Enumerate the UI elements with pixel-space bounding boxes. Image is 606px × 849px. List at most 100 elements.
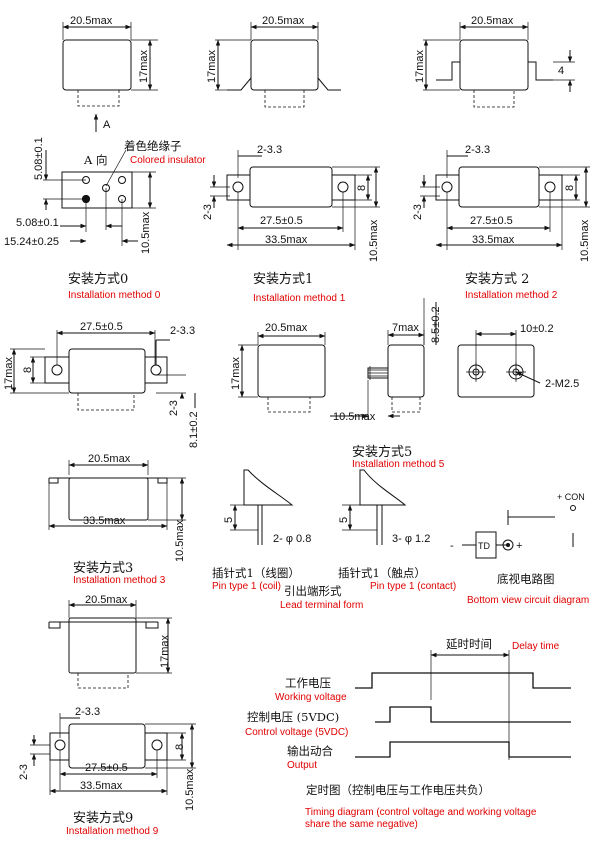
method3-title-en: Installation method 3 [73,575,166,586]
working-voltage-en: Working voltage [275,692,347,703]
method9-top-view: 2-3.3 8 2-3 27.5±0.5 33.5max 10.5max 安装方… [18,706,196,837]
method3-overall-length: 33.5max [83,515,126,527]
lead-terminal-title-en: Lead terminal form [280,600,363,611]
insulator-label-zh: 着色绝缘子 [124,139,182,153]
method1-top-view: 2-3.3 8 2-3 27.5±0.5 33.5max 10.5max 安装方… [202,144,380,304]
method1-overall-length: 33.5max [265,234,308,246]
method9-hole-spacing: 27.5±0.5 [85,762,128,774]
right-flange [144,732,168,761]
output-waveform [355,741,571,758]
method3-offset-label: 8.1±0.2 [188,411,200,448]
view-a-label: A [103,119,111,131]
circuit-diagram: + CON TD - + 底视电路图 Bottom view circuit d… [450,492,589,606]
method2-width-label: 20.5max [471,15,514,27]
relay-body [249,166,333,208]
method2-slot-label: 2-3 [412,204,424,220]
control-voltage-waveform [375,706,571,723]
timing-title-en-2: share the same negative) [305,819,418,830]
terminal-profile [243,469,294,506]
method5-title-zh: 安装方式5 [352,444,412,460]
delay-label-en: Delay time [512,641,560,652]
pin-coil-title-en: Pin type 1 (coil) [212,581,281,592]
method2-title-en: Installation method 2 [465,290,558,301]
method5-title-en: Installation method 5 [352,459,445,470]
left-flange [49,732,70,761]
working-voltage-waveform [355,672,571,689]
right-flange [538,174,563,201]
method2-top-view: 2-3.3 8 2-3 27.5±0.5 33.5max 10.5max 安装方… [412,144,591,301]
method9-height-label: 17max [159,634,171,668]
method1-hole-spacing: 27.5±0.5 [260,215,303,227]
method9-title-en: Installation method 9 [66,826,159,837]
control-voltage-en: Control voltage (5VDC) [245,727,348,738]
method3-depth-label: 10.5max [174,519,186,562]
con-terminal [570,505,576,511]
insulator-label-en: Colored insulator [130,155,206,166]
output-zh: 输出动合 [287,744,333,758]
thread-label: 2-M2.5 [545,378,579,390]
method3-flange-height: 8 [22,367,34,373]
positive-sign: + [516,540,522,552]
method1-slot-label: 2-3 [202,204,214,220]
method0-title-en: Installation method 0 [68,290,161,301]
method9-flange-height: 8 [174,744,186,750]
method9-hole-label: 2-3.3 [75,706,100,718]
method2-overall-length: 33.5max [472,234,515,246]
method2-title-zh: 安装方式 2 [465,271,529,287]
relay-body [62,39,132,91]
relay-body [459,39,529,91]
timing-diagram: 延时时间 Delay time 工作电压 Working voltage 控制电… [245,637,571,830]
circuit-title-zh: 底视电路图 [497,572,555,586]
method0-height-label: 17max [138,49,150,83]
method5-stud-width: 7max [392,322,419,334]
relay-body [68,477,149,521]
method1-flange-height: 8 [356,185,368,191]
negative-sign: - [450,540,454,552]
method2-foot-height-label: 4 [558,65,564,77]
method5-hole-spacing: 10±0.2 [520,323,554,335]
pin-type-contact: 5 3- φ 1.2 插针式1（触点） Pin type 1 (contact) [338,469,456,592]
method0-side-view: 20.5max 17max A [62,15,158,132]
relay-body [250,39,319,91]
method3-side-view: 20.5max 33.5max 10.5max 安装方式3 Installati… [48,453,186,586]
method2-depth-label: 10.5max [579,219,591,262]
method9-title-zh: 安装方式9 [73,810,133,826]
method5-depth-label: 10.5max [333,411,376,423]
terminal-profile [359,469,407,506]
pin-contact-title-en: Pin type 1 (contact) [370,581,456,592]
method2-flange-height: 8 [564,185,576,191]
working-voltage-zh: 工作电压 [285,676,331,690]
output-en: Output [287,760,317,771]
method0-title-zh: 安装方式0 [68,271,128,287]
method1-title-zh: 安装方式1 [253,271,313,287]
delay-label-zh: 延时时间 [446,637,492,651]
timing-title-zh: 定时图（控制电压与工作电压共负） [306,783,490,797]
relay-body [458,166,540,208]
method3-height-label: 17max [3,356,15,390]
method2-height-label: 17max [414,49,426,83]
pin-type-coil: 5 2- φ 0.8 插针式1（线圈） Pin type 1 (coil) [212,469,311,592]
method5-stud-offset: 8.5±0.2 [430,306,442,343]
view-a-title: A 向 [83,153,107,167]
method3-hole-spacing: 27.5±0.5 [80,321,123,333]
method5-stud-view: 7max 8.5±0.2 10.5max [330,298,442,423]
pin-contact-diameter: 3- φ 1.2 [392,533,430,545]
method5-bottom-view: 10±0.2 2-M2.5 [457,323,579,398]
method9-depth-label: 10.5max [184,768,196,811]
method3-hole-label: 2-3.3 [170,325,195,337]
method9-side-view: 20.5max 17max [48,594,172,689]
relay-body [387,344,425,398]
relay-body [68,348,146,394]
method1-height-label: 17max [206,49,218,83]
td-label: TD [478,541,490,551]
base-outline [61,171,133,209]
method1-side-view: 20.5max 17max [206,15,341,108]
method1-title-en: Installation method 1 [253,293,346,304]
control-voltage-zh: 控制电压 (5VDC) [247,710,339,724]
method5-side-view: 20.5max 17max [230,322,326,413]
method5-height-label: 17max [230,356,242,390]
pin-coil-length: 5 [223,517,235,523]
pin-contact-title-zh: 插针式1（触点） [338,566,426,580]
method0-width-label: 20.5max [70,15,113,27]
